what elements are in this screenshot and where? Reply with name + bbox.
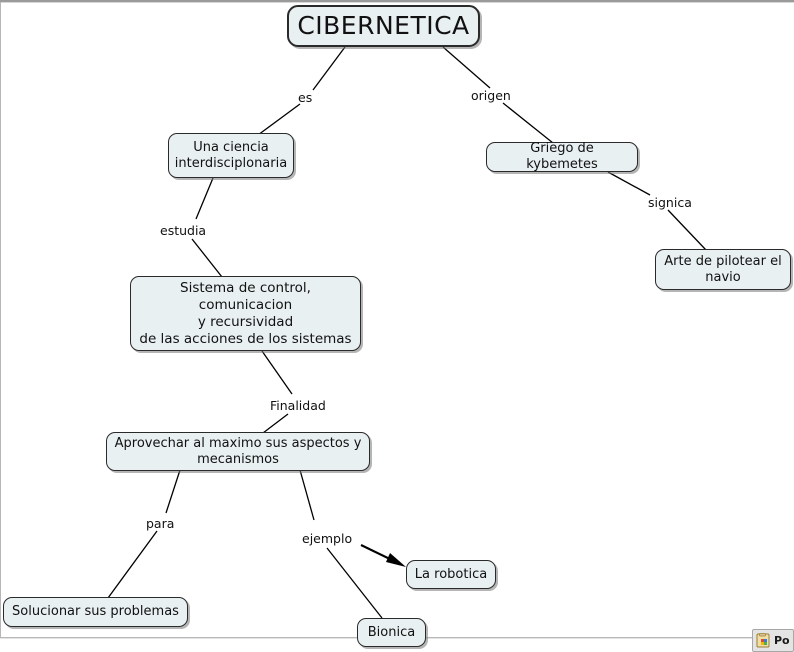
line-es-to-ciencia	[257, 103, 301, 136]
link-label-signica: signica	[648, 195, 692, 210]
powerpoint-icon	[756, 633, 771, 648]
window-edge-top	[0, 0, 794, 2]
arrowhead-to-robotica	[386, 553, 406, 567]
link-label-para: para	[146, 516, 175, 531]
link-label-estudia: estudia	[160, 223, 207, 238]
line-finalidad-to-aprov	[262, 413, 289, 434]
link-label-origen: origen	[471, 88, 511, 103]
window-edge-left	[0, 2, 1, 638]
node-griego-de-kybemetes[interactable]: Griego de kybemetes	[486, 141, 638, 172]
line-estudia-to-sistema	[191, 238, 223, 278]
node-la-robotica[interactable]: La robotica	[406, 560, 496, 589]
node-solucionar-sus-problemas[interactable]: Solucionar sus problemas	[3, 597, 188, 627]
link-label-es: es	[298, 90, 313, 105]
line-sistema-to-finalidad	[261, 350, 293, 395]
line-ciencia-to-estudia	[195, 177, 214, 220]
line-root-to-origen	[442, 46, 491, 89]
link-label-ejemplo: ejemplo	[302, 531, 353, 546]
line-griego-to-signica	[607, 171, 651, 196]
node-aprovechar-al-maximo[interactable]: Aprovechar al maximo sus aspectos y meca…	[106, 432, 370, 471]
node-arte-de-pilotear-el-navio[interactable]: Arte de pilotear el navio	[655, 249, 791, 290]
line-root-to-es	[312, 46, 346, 91]
line-signica-to-arte	[667, 209, 707, 251]
node-bionica[interactable]: Bionica	[357, 618, 426, 647]
line-ejemplo-to-bionica	[326, 547, 383, 619]
line-aprov-to-para	[165, 469, 181, 514]
node-una-ciencia-interdisciplonaria[interactable]: Una ciencia interdisciplonaria	[168, 133, 294, 178]
taskbar-button-powerpoint[interactable]: Po	[752, 629, 794, 652]
line-aprov-to-ejemplo	[299, 469, 315, 521]
line-origen-to-griego	[502, 102, 554, 144]
taskbar-button-label: Po	[774, 634, 790, 647]
line-para-to-solucionar	[107, 530, 158, 599]
window-edge-top-inner	[0, 2, 794, 3]
node-cibernetica[interactable]: CIBERNETICA	[287, 5, 480, 47]
link-label-finalidad: Finalidad	[270, 398, 326, 413]
node-sistema-de-control[interactable]: Sistema de control, comunicacion y recur…	[130, 276, 361, 351]
